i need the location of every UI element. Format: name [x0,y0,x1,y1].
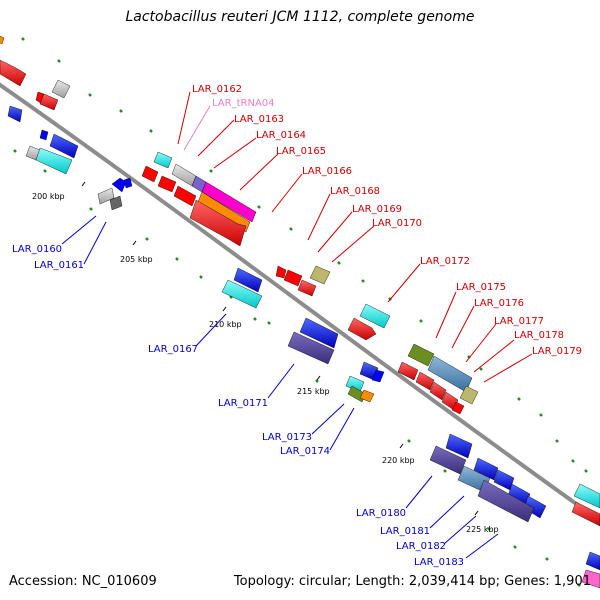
gene-arrow[interactable] [51,79,71,99]
gene-arrow[interactable] [429,381,447,401]
tick-label-220: 220 kbp [382,456,415,465]
reverse-genes [7,105,600,589]
gene-arrow[interactable] [233,267,263,293]
gene-arrow[interactable] [7,105,23,123]
genome-summary: Topology: circular; Length: 2,039,414 bp… [233,574,591,589]
tick-label-225: 225 kbp [466,525,499,534]
leader-lines-forward [177,91,533,383]
gene-arrow[interactable] [49,133,79,159]
forward-genes [0,35,600,527]
accession-label: Accession: NC_010609 [9,574,157,589]
gene-arrow[interactable] [473,457,499,481]
gene-arrow[interactable] [297,279,317,297]
gene-arrow[interactable] [39,129,49,141]
gene-arrow[interactable] [287,331,335,365]
gene-arrow[interactable] [585,551,600,571]
gene-label-LAR_0163[interactable]: LAR_0163 [234,114,284,125]
gene-arrow[interactable] [407,343,435,367]
tick-label-200: 200 kbp [32,192,65,201]
gene-label-LAR_0183[interactable]: LAR_0183 [414,557,464,568]
gene-label-LAR_0162[interactable]: LAR_0162 [192,84,242,95]
gene-arrow[interactable] [109,195,123,211]
gene-arrow[interactable] [309,265,331,285]
gene-arrow[interactable] [157,175,177,193]
tick-label-210: 210 kbp [209,320,242,329]
gc-dots-inner [13,149,581,587]
gene-arrow[interactable] [429,445,467,475]
gene-label-LAR_0177[interactable]: LAR_0177 [494,316,544,327]
gene-label-LAR_0161[interactable]: LAR_0161 [34,260,84,271]
gene-label-LAR_0168[interactable]: LAR_0168 [330,186,380,197]
gene-label-LAR_0169[interactable]: LAR_0169 [352,204,402,215]
gene-arrow[interactable] [359,389,375,403]
gene-arrow[interactable] [459,385,479,405]
leader-line-trna [183,105,211,151]
gene-arrow[interactable] [97,187,115,205]
gene-arrow[interactable] [35,147,73,175]
gene-arrow[interactable] [581,569,600,589]
gene-label-LAR_0175[interactable]: LAR_0175 [456,282,506,293]
gene-label-LAR_0166[interactable]: LAR_0166 [302,166,352,177]
gene-arrow[interactable] [173,185,197,207]
gene-arrow[interactable] [573,483,600,509]
gene-label-LAR_0181[interactable]: LAR_0181 [380,526,430,537]
gene-arrow[interactable] [221,279,263,309]
gene-label-LAR_0164[interactable]: LAR_0164 [256,130,306,141]
gene-arrow[interactable] [197,191,251,233]
gene-arrow[interactable] [0,35,5,45]
gene-arrow[interactable] [283,269,303,287]
gene-label-LAR_0173[interactable]: LAR_0173 [262,432,312,443]
gene-arrow[interactable] [477,479,535,523]
gene-arrow[interactable] [0,59,27,87]
gene-arrow[interactable] [445,433,473,459]
gene-label-LAR_0171[interactable]: LAR_0171 [218,398,268,409]
gene-label-LAR_0170[interactable]: LAR_0170 [372,218,422,229]
gene-arrow[interactable] [397,361,419,381]
reverse-gene-labels: LAR_0160 LAR_0161 LAR_0167 LAR_0171 LAR_… [12,244,464,568]
gene-label-LAR_0176[interactable]: LAR_0176 [474,298,524,309]
gene-label-LAR_tRNA04[interactable]: LAR_tRNA04 [212,98,275,109]
gene-arrow[interactable] [153,151,173,169]
gene-arrow[interactable] [299,317,339,349]
gene-label-LAR_0160[interactable]: LAR_0160 [12,244,62,255]
tick-label-215: 215 kbp [297,387,330,396]
gene-label-LAR_0180[interactable]: LAR_0180 [356,508,406,519]
tick-label-205: 205 kbp [120,255,153,264]
gene-arrow[interactable] [123,177,133,189]
forward-gene-labels: LAR_0162 LAR_0163 LAR_0164 LAR_0165 LAR_… [192,84,582,357]
gene-label-LAR_0172[interactable]: LAR_0172 [420,256,470,267]
gene-arrow[interactable] [371,369,385,383]
gene-arrow[interactable] [571,501,600,527]
gene-arrow[interactable] [451,401,465,415]
gene-label-LAR_0182[interactable]: LAR_0182 [396,541,446,552]
gene-label-LAR_0178[interactable]: LAR_0178 [514,330,564,341]
genome-backbone [0,82,600,524]
gene-arrow[interactable] [347,317,377,341]
gene-arrow[interactable] [189,199,247,247]
gene-arrow[interactable] [275,265,287,279]
gene-label-LAR_0174[interactable]: LAR_0174 [280,446,330,457]
gene-arrow[interactable] [359,303,391,329]
gc-dots-outer [21,37,588,473]
leader-lines-reverse [61,215,499,559]
gene-arrow[interactable] [415,371,435,391]
scale-ticks [81,181,479,516]
gene-arrow[interactable] [39,93,59,111]
gene-label-LAR_0179[interactable]: LAR_0179 [532,346,582,357]
gene-arrow[interactable] [201,181,257,223]
map-title: Lactobacillus reuteri JCM 1112, complete… [125,9,475,25]
gene-arrow[interactable] [141,165,159,183]
gene-label-LAR_0167[interactable]: LAR_0167 [148,344,198,355]
gene-label-LAR_0165[interactable]: LAR_0165 [276,146,326,157]
